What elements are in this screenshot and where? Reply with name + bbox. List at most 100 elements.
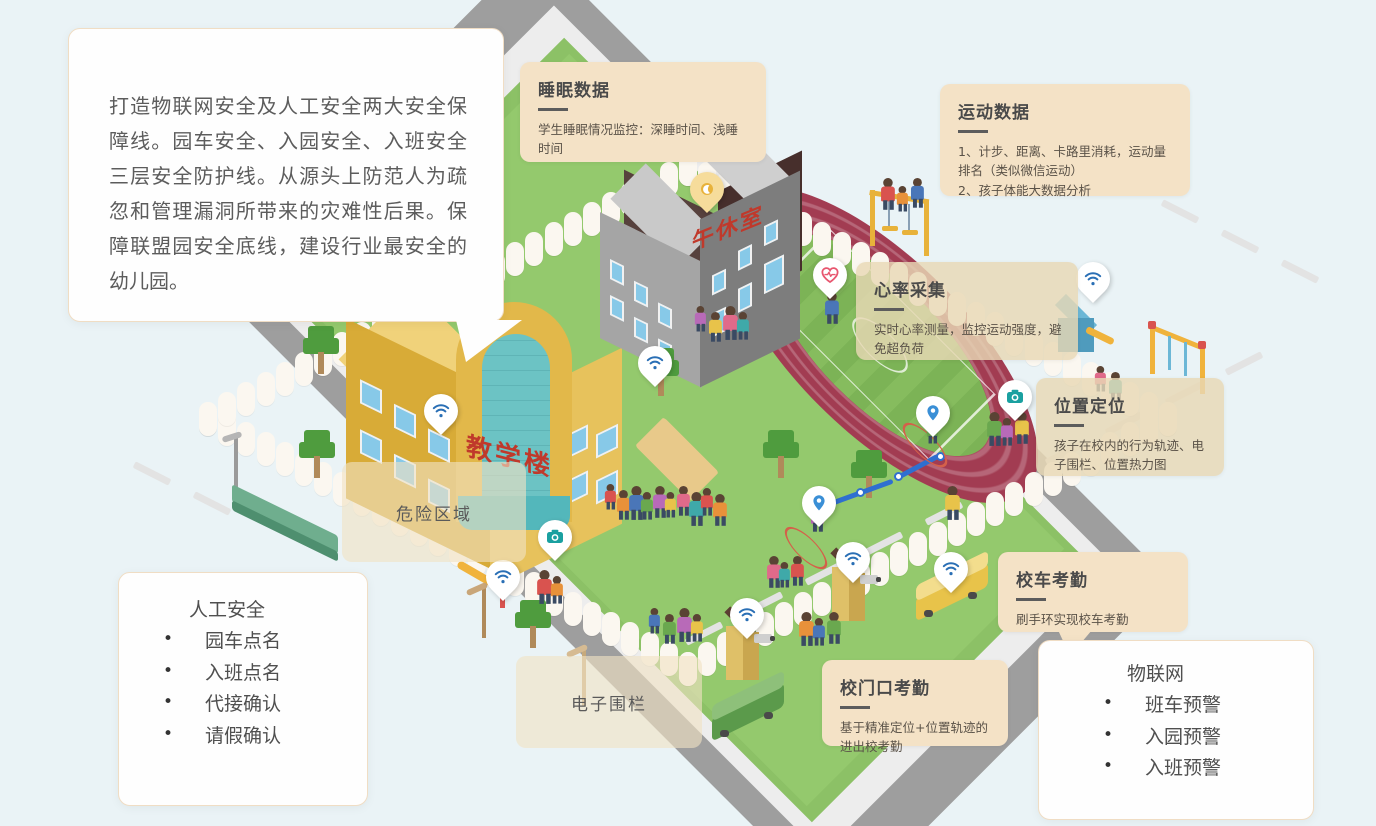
bubble-intro[interactable]: 打造物联网安全及人工安全两大安全保障线。园车安全、入园安全、入班安全三层安全防护… <box>68 28 504 322</box>
fence-post <box>1063 352 1081 386</box>
tracking-node <box>894 472 903 481</box>
wifi-icon <box>1082 268 1104 290</box>
list-item: 入班点名 <box>163 658 349 688</box>
camera-pin-playground[interactable] <box>530 512 580 562</box>
camera-icon <box>544 526 566 548</box>
lane-dash <box>1220 229 1260 254</box>
bubble-manual-safety[interactable]: 人工安全 园车点名 入班点名 代接确认 请假确认 <box>118 572 368 806</box>
fence-post <box>1024 472 1043 506</box>
electronic-fence-label: 电子围栏 <box>571 694 647 715</box>
card-gate-title: 校门口考勤 <box>840 679 930 699</box>
card-gate-body: 基于精准定位+位置轨迹的进出校考勤 <box>840 720 988 755</box>
fence-post <box>832 232 851 266</box>
fence-post <box>275 442 294 476</box>
location-pin-field[interactable] <box>908 388 958 438</box>
card-rule <box>958 130 988 133</box>
heart-rate-pin-track[interactable] <box>805 250 855 300</box>
fence-post <box>813 582 832 616</box>
heart-rate-icon <box>819 264 841 286</box>
tracking-node <box>856 488 865 497</box>
fence-post <box>256 432 275 466</box>
fence-post <box>1005 482 1024 516</box>
location-icon <box>808 492 830 514</box>
camera-icon <box>1004 386 1026 408</box>
fence-post <box>237 382 256 416</box>
wifi-icon <box>940 558 962 580</box>
list-item: 入园预警 <box>1103 722 1295 752</box>
wifi-pin-field-east[interactable] <box>1068 254 1118 304</box>
bubble-manual-safety-title: 人工安全 <box>189 599 266 621</box>
card-heart-rate-body: 实时心率测量，监控运动强度，避免超负荷 <box>874 322 1062 357</box>
list-item: 园车点名 <box>163 626 349 656</box>
lane-dash <box>192 491 232 516</box>
list-item: 代接确认 <box>163 689 349 719</box>
card-exercise-data[interactable]: 运动数据 1、计步、距离、卡路里消耗，运动量排名（类似微信运动） 2、孩子体能大… <box>940 84 1190 198</box>
electronic-fence-plate: 电子围栏 <box>516 656 702 748</box>
wifi-icon <box>492 566 514 588</box>
wifi-pin-gate-right[interactable] <box>828 534 878 584</box>
card-location-title: 位置定位 <box>1054 397 1126 417</box>
location-icon <box>922 402 944 424</box>
card-sleep-body: 学生睡眠情况监控：深睡时间、浅睡时间 <box>538 122 739 157</box>
fence-post <box>506 242 525 276</box>
card-location[interactable]: 位置定位 孩子在校内的行为轨迹、电子围栏、位置热力图 <box>1036 378 1224 476</box>
card-location-body: 孩子在校内的行为轨迹、电子围栏、位置热力图 <box>1054 438 1205 473</box>
bubble-intro-tail <box>456 320 522 362</box>
fence-post <box>237 422 256 456</box>
fence-post <box>909 532 928 566</box>
fence-post <box>563 212 582 246</box>
sleep-badge-icon-pin[interactable] <box>682 164 732 214</box>
danger-zone-plate: 危险区域 <box>342 462 526 562</box>
card-school-bus-title: 校车考勤 <box>1016 571 1088 591</box>
camera-pin-east-lawn[interactable] <box>990 372 1040 422</box>
sleep-icon <box>696 178 718 200</box>
wifi-pin-playground-west[interactable] <box>478 552 528 602</box>
bubble-iot-title: 物联网 <box>1127 663 1185 685</box>
card-heart-rate[interactable]: 心率采集 实时心率测量，监控运动强度，避免超负荷 <box>856 262 1078 360</box>
fence-post <box>295 452 313 486</box>
card-exercise-body: 1、计步、距离、卡路里消耗，运动量排名（类似微信运动） 2、孩子体能大数据分析 <box>958 144 1166 198</box>
fence-post <box>525 232 544 266</box>
fence-post <box>583 202 601 236</box>
card-exercise-title: 运动数据 <box>958 103 1030 123</box>
card-rule <box>1016 598 1046 601</box>
fence-post <box>256 372 275 406</box>
card-sleep-data[interactable]: 睡眠数据 学生睡眠情况监控：深睡时间、浅睡时间 <box>520 62 766 162</box>
fence-post <box>890 542 909 576</box>
card-sleep-title: 睡眠数据 <box>538 81 610 101</box>
fence-post <box>986 492 1005 526</box>
fence-post <box>621 622 640 656</box>
wifi-pin-tree-north[interactable] <box>630 338 680 388</box>
card-rule <box>840 706 870 709</box>
wifi-pin-teaching-roof[interactable] <box>416 386 466 436</box>
fence-post <box>967 502 985 536</box>
bubble-iot[interactable]: 物联网 班车预警 入园预警 入班预警 <box>1038 640 1314 820</box>
list-item: 班车预警 <box>1103 690 1295 720</box>
fence-post <box>602 612 621 646</box>
card-heart-rate-title: 心率采集 <box>874 281 946 301</box>
list-item: 请假确认 <box>163 721 349 751</box>
lane-dash <box>1224 351 1264 376</box>
fence-post <box>295 352 313 386</box>
card-rule <box>538 108 568 111</box>
fence-post <box>218 392 237 426</box>
card-school-bus-body: 刷手环实现校车考勤 <box>1016 612 1129 627</box>
fence-post <box>698 642 717 676</box>
bubble-intro-paragraph: 打造物联网安全及人工安全两大安全保障线。园车安全、入园安全、入班安全三层安全防护… <box>109 94 467 293</box>
card-gate-attendance[interactable]: 校门口考勤 基于精准定位+位置轨迹的进出校考勤 <box>822 660 1008 754</box>
wifi-icon <box>736 604 758 626</box>
fence-post <box>199 402 217 436</box>
wifi-pin-bus[interactable] <box>926 544 976 594</box>
fence-post <box>563 592 582 626</box>
bubble-iot-list: 班车预警 入园预警 入班预警 <box>1057 690 1295 783</box>
wifi-icon <box>842 548 864 570</box>
fence-post <box>775 602 793 636</box>
fence-post <box>583 602 601 636</box>
danger-zone-label: 危险区域 <box>396 504 472 525</box>
fence-post <box>544 222 563 256</box>
card-school-bus-attendance[interactable]: 校车考勤 刷手环实现校车考勤 <box>998 552 1188 632</box>
location-pin-path[interactable] <box>794 478 844 528</box>
wifi-pin-gate-left[interactable] <box>722 590 772 640</box>
tracking-node <box>936 452 945 461</box>
